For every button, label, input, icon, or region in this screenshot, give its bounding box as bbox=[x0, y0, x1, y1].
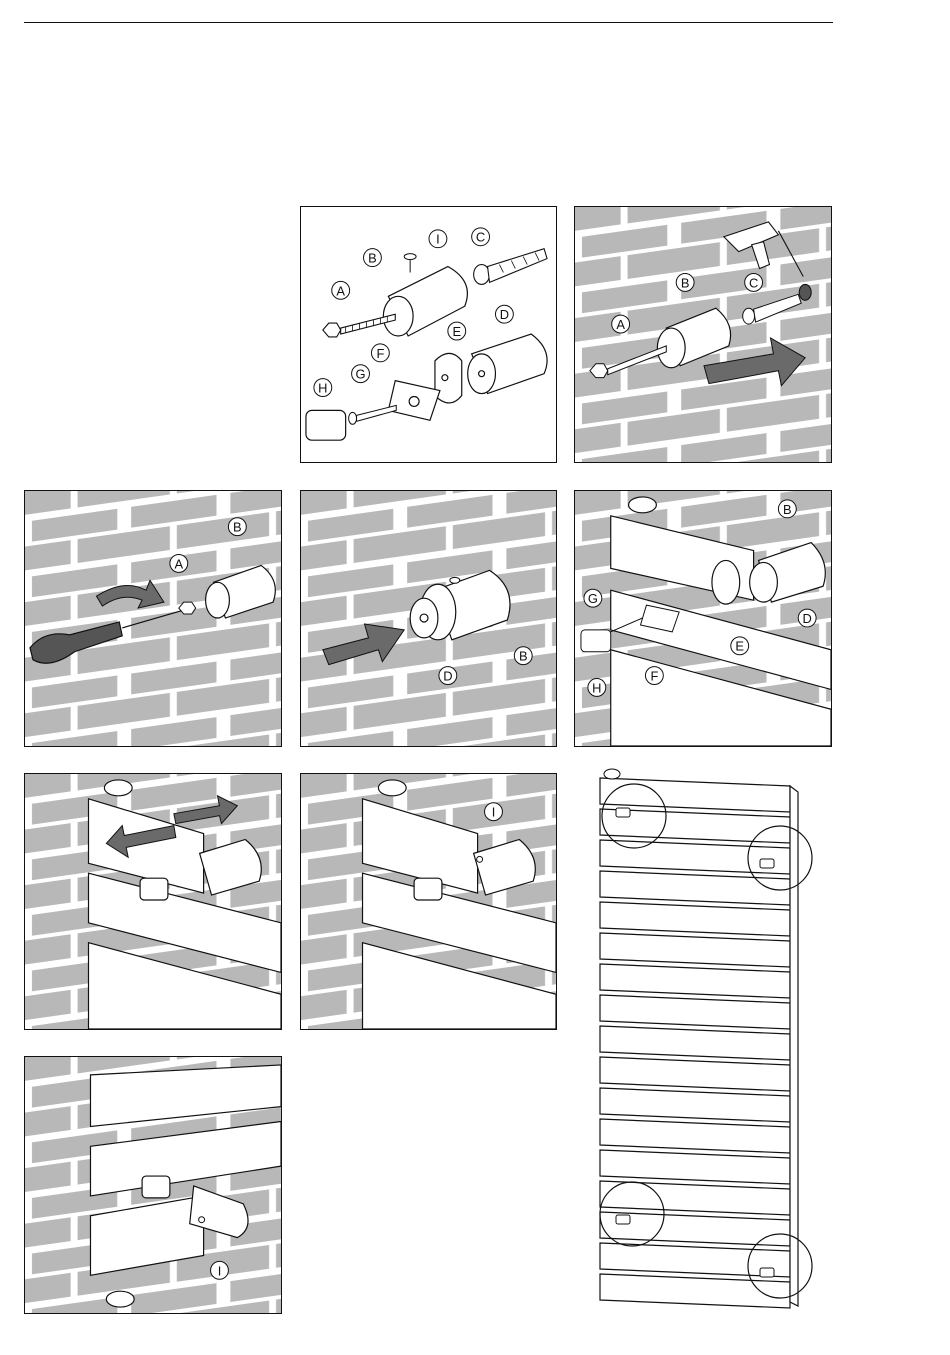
radiator-overview bbox=[590, 766, 820, 1311]
radiator-bar bbox=[600, 871, 790, 905]
screw-a-part bbox=[323, 314, 395, 337]
radiator-bar bbox=[600, 1026, 790, 1060]
cap-h-part bbox=[306, 410, 346, 440]
label-f: F bbox=[376, 346, 384, 361]
radiator-bar bbox=[600, 840, 790, 874]
label-i: I bbox=[436, 232, 440, 247]
label-c: C bbox=[476, 230, 485, 245]
plug-c-part bbox=[474, 249, 547, 285]
small-screw-i-part bbox=[404, 254, 416, 273]
label-b: B bbox=[681, 275, 690, 290]
push-sleeve-panel: B D bbox=[300, 490, 557, 747]
small-screw-i bbox=[450, 577, 460, 583]
label-d: D bbox=[803, 611, 812, 626]
parts-overview-panel: B A I C D E F G H bbox=[300, 206, 557, 463]
drill-and-plug-illustration: B A C bbox=[575, 207, 831, 462]
radiator-bar bbox=[600, 1181, 790, 1215]
label-f: F bbox=[650, 669, 658, 684]
small-screw-i bbox=[199, 1217, 205, 1223]
bracket-cap bbox=[760, 859, 774, 868]
top-rule bbox=[24, 22, 833, 23]
radiator-bar bbox=[600, 995, 790, 1029]
bracket-cap bbox=[616, 808, 630, 817]
label-a: A bbox=[616, 317, 625, 332]
label-e: E bbox=[735, 639, 744, 654]
fix-bottom-screw-panel: I bbox=[24, 1056, 282, 1314]
label-e: E bbox=[452, 324, 461, 339]
label-a: A bbox=[336, 283, 345, 298]
screw-bracket-illustration: B A bbox=[25, 491, 281, 746]
label-h: H bbox=[318, 381, 327, 396]
label-d: D bbox=[443, 669, 452, 684]
radiator-bar bbox=[600, 1088, 790, 1122]
label-b: B bbox=[368, 251, 377, 266]
cap-h-part bbox=[581, 630, 611, 652]
label-b: B bbox=[783, 502, 792, 517]
radiator-bar bbox=[600, 902, 790, 936]
slide-radiator-illustration bbox=[25, 774, 281, 1029]
label-c: C bbox=[749, 275, 758, 290]
drill-and-plug-panel: B A C bbox=[574, 206, 832, 463]
label-b: B bbox=[519, 649, 528, 664]
label-g: G bbox=[356, 367, 366, 382]
slide-radiator-panel bbox=[24, 773, 282, 1030]
valve-top bbox=[604, 769, 620, 779]
plate-f-part bbox=[388, 381, 440, 421]
radiator-bar bbox=[600, 1150, 790, 1184]
sleeve-d-part bbox=[468, 334, 547, 394]
cap-e-part bbox=[712, 560, 740, 604]
fix-top-screw-illustration: I bbox=[301, 774, 556, 1029]
bracket-cap bbox=[616, 1215, 630, 1224]
label-i: I bbox=[492, 805, 496, 820]
radiator-overview-illustration bbox=[590, 766, 820, 1311]
small-screw-i bbox=[477, 856, 483, 862]
radiator-body bbox=[600, 778, 798, 1308]
cap-e-part bbox=[435, 353, 462, 403]
label-d: D bbox=[500, 307, 509, 322]
radiator-bar bbox=[600, 1119, 790, 1153]
screw-bracket-panel: B A bbox=[24, 490, 282, 747]
bracket-assembly-illustration: B D E G F H bbox=[575, 491, 831, 746]
fix-top-screw-panel: I bbox=[300, 773, 557, 1030]
label-a: A bbox=[175, 556, 184, 571]
radiator-bar bbox=[600, 964, 790, 998]
bracket-cap bbox=[760, 1268, 774, 1277]
label-b: B bbox=[233, 520, 242, 535]
bracket-assembly-panel: B D E G F H bbox=[574, 490, 832, 747]
radiator-bar bbox=[600, 778, 790, 812]
fix-bottom-screw-illustration: I bbox=[25, 1057, 281, 1313]
radiator-bar bbox=[600, 1274, 790, 1308]
parts-overview-illustration: B A I C D E F G H bbox=[301, 207, 556, 462]
label-g: G bbox=[588, 591, 598, 606]
screw-g-part bbox=[349, 405, 397, 424]
label-i: I bbox=[218, 1263, 222, 1278]
push-sleeve-illustration: B D bbox=[301, 491, 556, 746]
radiator-bar bbox=[600, 933, 790, 967]
radiator-bar bbox=[600, 1057, 790, 1091]
radiator-side bbox=[790, 786, 798, 1306]
label-h: H bbox=[592, 680, 601, 695]
